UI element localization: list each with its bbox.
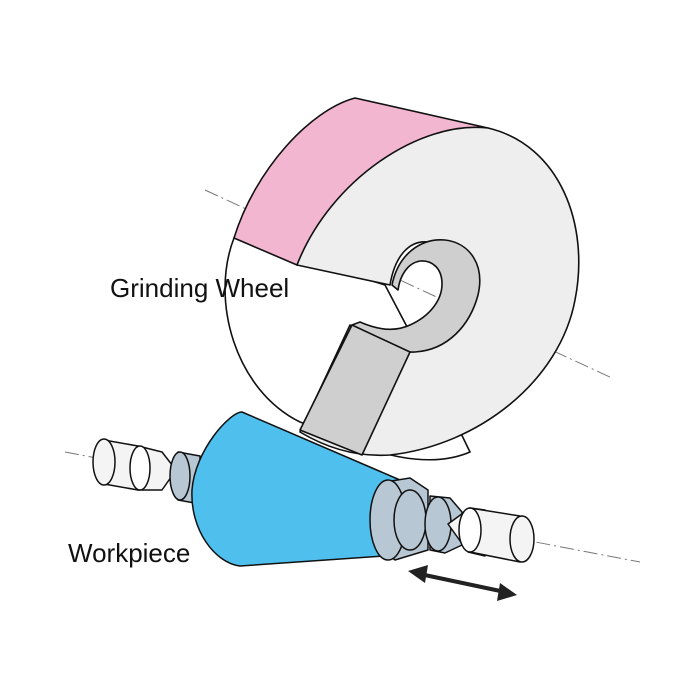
wheel-shaft [299, 324, 411, 456]
workpiece-cone [191, 411, 401, 567]
right-collar-inner [393, 489, 427, 551]
workpiece-label: Workpiece [68, 538, 190, 568]
right-collar-small-face [424, 496, 452, 552]
left-collar-face [169, 451, 191, 501]
left-center-face [129, 445, 151, 491]
arrow-head-left [408, 565, 428, 583]
grinding-wheel-label: Grinding Wheel [110, 273, 289, 303]
traverse-arrow [408, 565, 517, 601]
left-center-end [92, 438, 116, 486]
workpiece-assembly [92, 411, 535, 567]
grinding-wheel [224, 97, 580, 461]
right-center-end [509, 515, 535, 563]
right-center-face [458, 507, 482, 553]
arrow-head-right [497, 583, 517, 601]
